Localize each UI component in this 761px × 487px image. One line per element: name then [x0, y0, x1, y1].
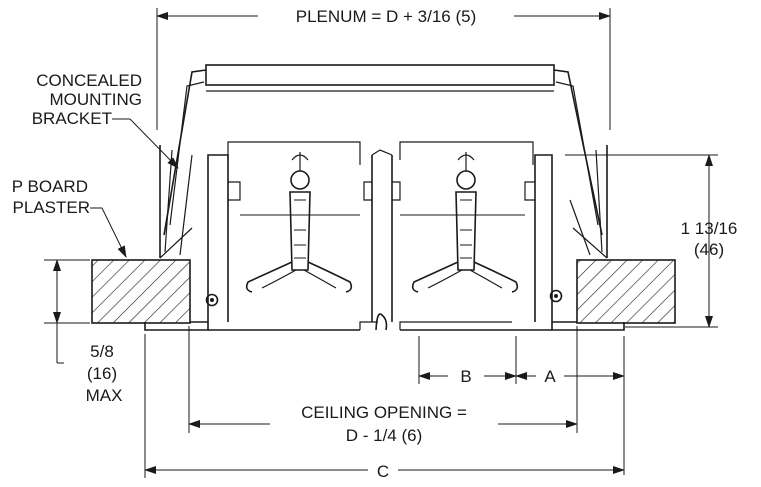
dimension-b-label: B — [460, 367, 471, 386]
height-label-line1: 1 13/16 — [681, 219, 738, 238]
ab-dimensions — [418, 336, 625, 475]
plenum-dimension-label: PLENUM = D + 3/16 (5) — [296, 7, 476, 26]
blade-assembly-left — [245, 152, 353, 293]
bracket-label-line1: CONCEALED — [36, 71, 142, 90]
bracket-callout: CONCEALED MOUNTING BRACKET — [32, 71, 179, 169]
ceiling-board-right — [576, 259, 676, 324]
max-label-line2: (16) — [87, 364, 117, 383]
bracket-label-line3: BRACKET — [32, 109, 112, 128]
dimension-a-label: A — [544, 367, 556, 386]
mounting-bracket-right — [569, 145, 608, 259]
max-label-line1: 5/8 — [90, 342, 114, 361]
board-thickness-dimension — [44, 259, 90, 364]
height-label-line2: (46) — [694, 240, 724, 259]
board-label-line1: P BOARD — [12, 177, 88, 196]
blade-assembly-right — [411, 152, 519, 293]
ceiling-opening-dimension — [188, 326, 578, 433]
dimension-c-label: C — [377, 462, 389, 481]
bracket-label-line2: MOUNTING — [49, 90, 142, 109]
max-label-line3: MAX — [86, 386, 123, 405]
height-dimension — [565, 154, 718, 328]
plenum-dimension — [156, 8, 611, 130]
ceiling-opening-label-line1: CEILING OPENING = — [301, 403, 467, 422]
board-label-line2: PLASTER — [13, 198, 90, 217]
plenum-box — [163, 64, 603, 236]
ceiling-opening-label-line2: D - 1/4 (6) — [346, 426, 423, 445]
c-dimension — [144, 334, 625, 478]
ceiling-board-left — [91, 259, 191, 324]
board-callout: P BOARD PLASTER — [12, 177, 127, 258]
diffuser-frame — [144, 141, 625, 331]
